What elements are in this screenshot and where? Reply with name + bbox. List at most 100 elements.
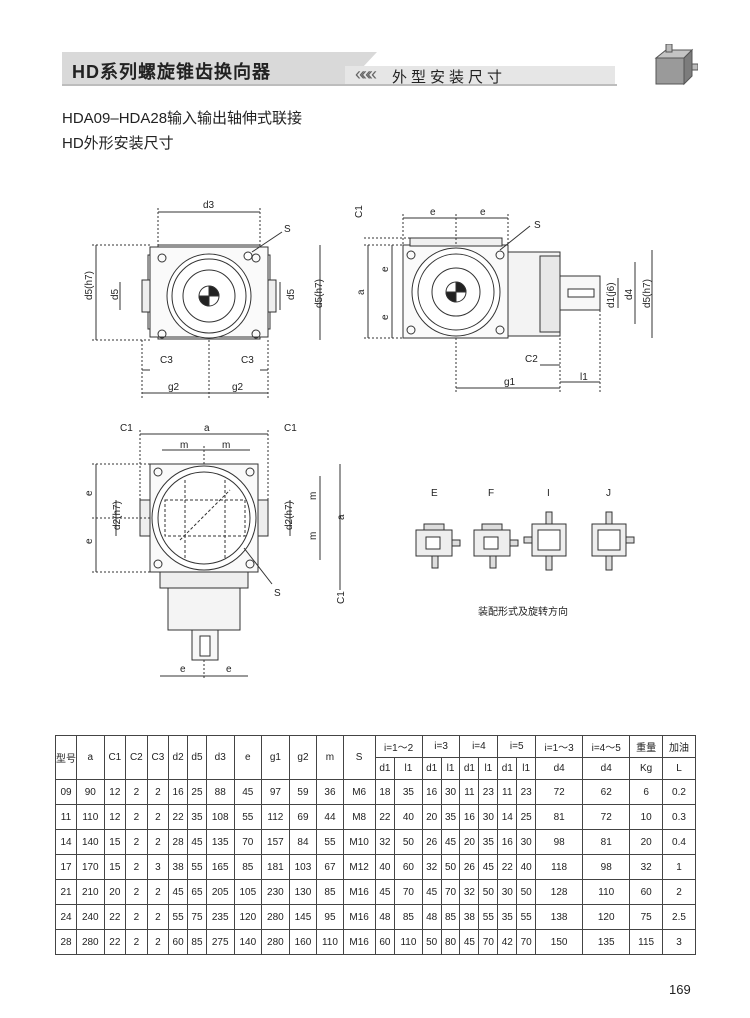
table-cell: 35: [440, 804, 461, 830]
table-cell: 23: [478, 779, 499, 805]
sub-l1: l1: [516, 757, 537, 780]
table-cell: 0.2: [662, 779, 696, 805]
table-cell: M16: [342, 904, 376, 930]
table-cell: 32: [629, 854, 664, 880]
table-cell: 35: [478, 829, 499, 855]
table-cell: 70: [440, 879, 461, 905]
label-a-right: a: [336, 514, 347, 520]
table-cell: 55: [168, 904, 189, 930]
table-cell: 90: [76, 779, 105, 805]
table-cell: 30: [440, 779, 461, 805]
table-cell: 30: [516, 829, 537, 855]
table-cell: 22: [374, 804, 396, 830]
header-g1: g1: [261, 735, 290, 780]
table-cell: 20: [103, 879, 127, 905]
label-c1-right: C1: [284, 423, 297, 434]
table-cell: 110: [394, 929, 423, 955]
table-cell: 120: [582, 904, 631, 930]
table-cell: 6: [629, 779, 664, 805]
mount-label-f: F: [488, 488, 494, 499]
table-cell: 85: [187, 929, 207, 955]
label-l1: l1: [580, 372, 588, 383]
table-cell: M16: [342, 929, 376, 955]
table-cell: 85: [440, 904, 461, 930]
table-cell: 115: [629, 929, 664, 955]
table-cell: 128: [535, 879, 584, 905]
table-cell: 280: [261, 904, 290, 930]
table-cell: 150: [535, 929, 584, 955]
table-cell: 35: [497, 904, 518, 930]
mounting-caption: 装配形式及旋转方向: [478, 607, 568, 618]
header-d5: d5: [187, 735, 207, 780]
table-cell: 0.3: [662, 804, 696, 830]
table-cell: 130: [288, 879, 318, 905]
table-cell: 72: [582, 804, 631, 830]
label-s3: S: [274, 588, 281, 599]
header-c2: C2: [125, 735, 148, 780]
table-cell: 2: [125, 779, 148, 805]
table-cell: 70: [394, 879, 423, 905]
table-cell: 11: [497, 779, 518, 805]
table-cell: 23: [516, 779, 537, 805]
table-cell: 22: [497, 854, 518, 880]
table-cell: 48: [374, 904, 396, 930]
table-cell: 36: [316, 779, 344, 805]
table-cell: 10: [629, 804, 664, 830]
table-cell: 32: [459, 879, 480, 905]
group-i4: i=4: [459, 735, 499, 758]
sub-d1: d1: [459, 757, 480, 780]
table-cell: 16: [497, 829, 518, 855]
table-cell: 21: [55, 879, 77, 905]
table-cell: 60: [629, 879, 664, 905]
header-c3: C3: [146, 735, 170, 780]
table-cell: 2: [125, 929, 148, 955]
table-cell: 45: [374, 879, 396, 905]
table-cell: 235: [205, 904, 235, 930]
table-cell: 25: [187, 779, 207, 805]
table-cell: 1: [662, 854, 696, 880]
label-m-lower: m: [308, 532, 319, 540]
table-cell: 28: [55, 929, 77, 955]
dimension-drawings: d3 S d5(h7) d5 d5 d5(h7) C3 C3 g2 g2 C1 …: [84, 200, 653, 680]
table-cell: 157: [261, 829, 290, 855]
table-cell: 16: [421, 779, 442, 805]
table-cell: 60: [374, 929, 396, 955]
table-cell: 105: [233, 879, 263, 905]
group-i1-3: i=1～3: [535, 735, 584, 758]
table-cell: 135: [582, 929, 631, 955]
table-cell: 16: [459, 804, 480, 830]
table-cell: 55: [316, 829, 344, 855]
table-cell: 26: [421, 829, 442, 855]
table-cell: 38: [459, 904, 480, 930]
mounting-form-I: [523, 511, 567, 571]
sub-l: L: [662, 757, 696, 780]
table-cell: 112: [261, 804, 290, 830]
table-cell: 42: [497, 929, 518, 955]
label-d4: d4: [624, 288, 635, 300]
table-cell: 110: [76, 804, 105, 830]
label-e-bottom-left: e: [180, 664, 186, 675]
sub-d1: d1: [421, 757, 442, 780]
header-d2: d2: [168, 735, 189, 780]
label-c2: C2: [525, 354, 538, 365]
mounting-form-J: [591, 511, 635, 571]
table-cell: 2: [125, 854, 148, 880]
table-cell: 40: [516, 854, 537, 880]
table-cell: 20: [421, 804, 442, 830]
table-cell: 32: [421, 854, 442, 880]
table-cell: 40: [394, 804, 423, 830]
label-d5-left: d5: [110, 288, 121, 300]
table-cell: 110: [582, 879, 631, 905]
label-e-top-right: e: [480, 207, 486, 218]
table-cell: 12: [103, 804, 127, 830]
table-cell: 160: [288, 929, 318, 955]
header-c1: C1: [103, 735, 127, 780]
label-e-side-top: e: [380, 266, 391, 272]
table-cell: 26: [459, 854, 480, 880]
label-g2-left: g2: [168, 382, 180, 393]
table-cell: 145: [288, 904, 318, 930]
table-cell: 15: [103, 829, 127, 855]
header-a: a: [76, 735, 105, 780]
